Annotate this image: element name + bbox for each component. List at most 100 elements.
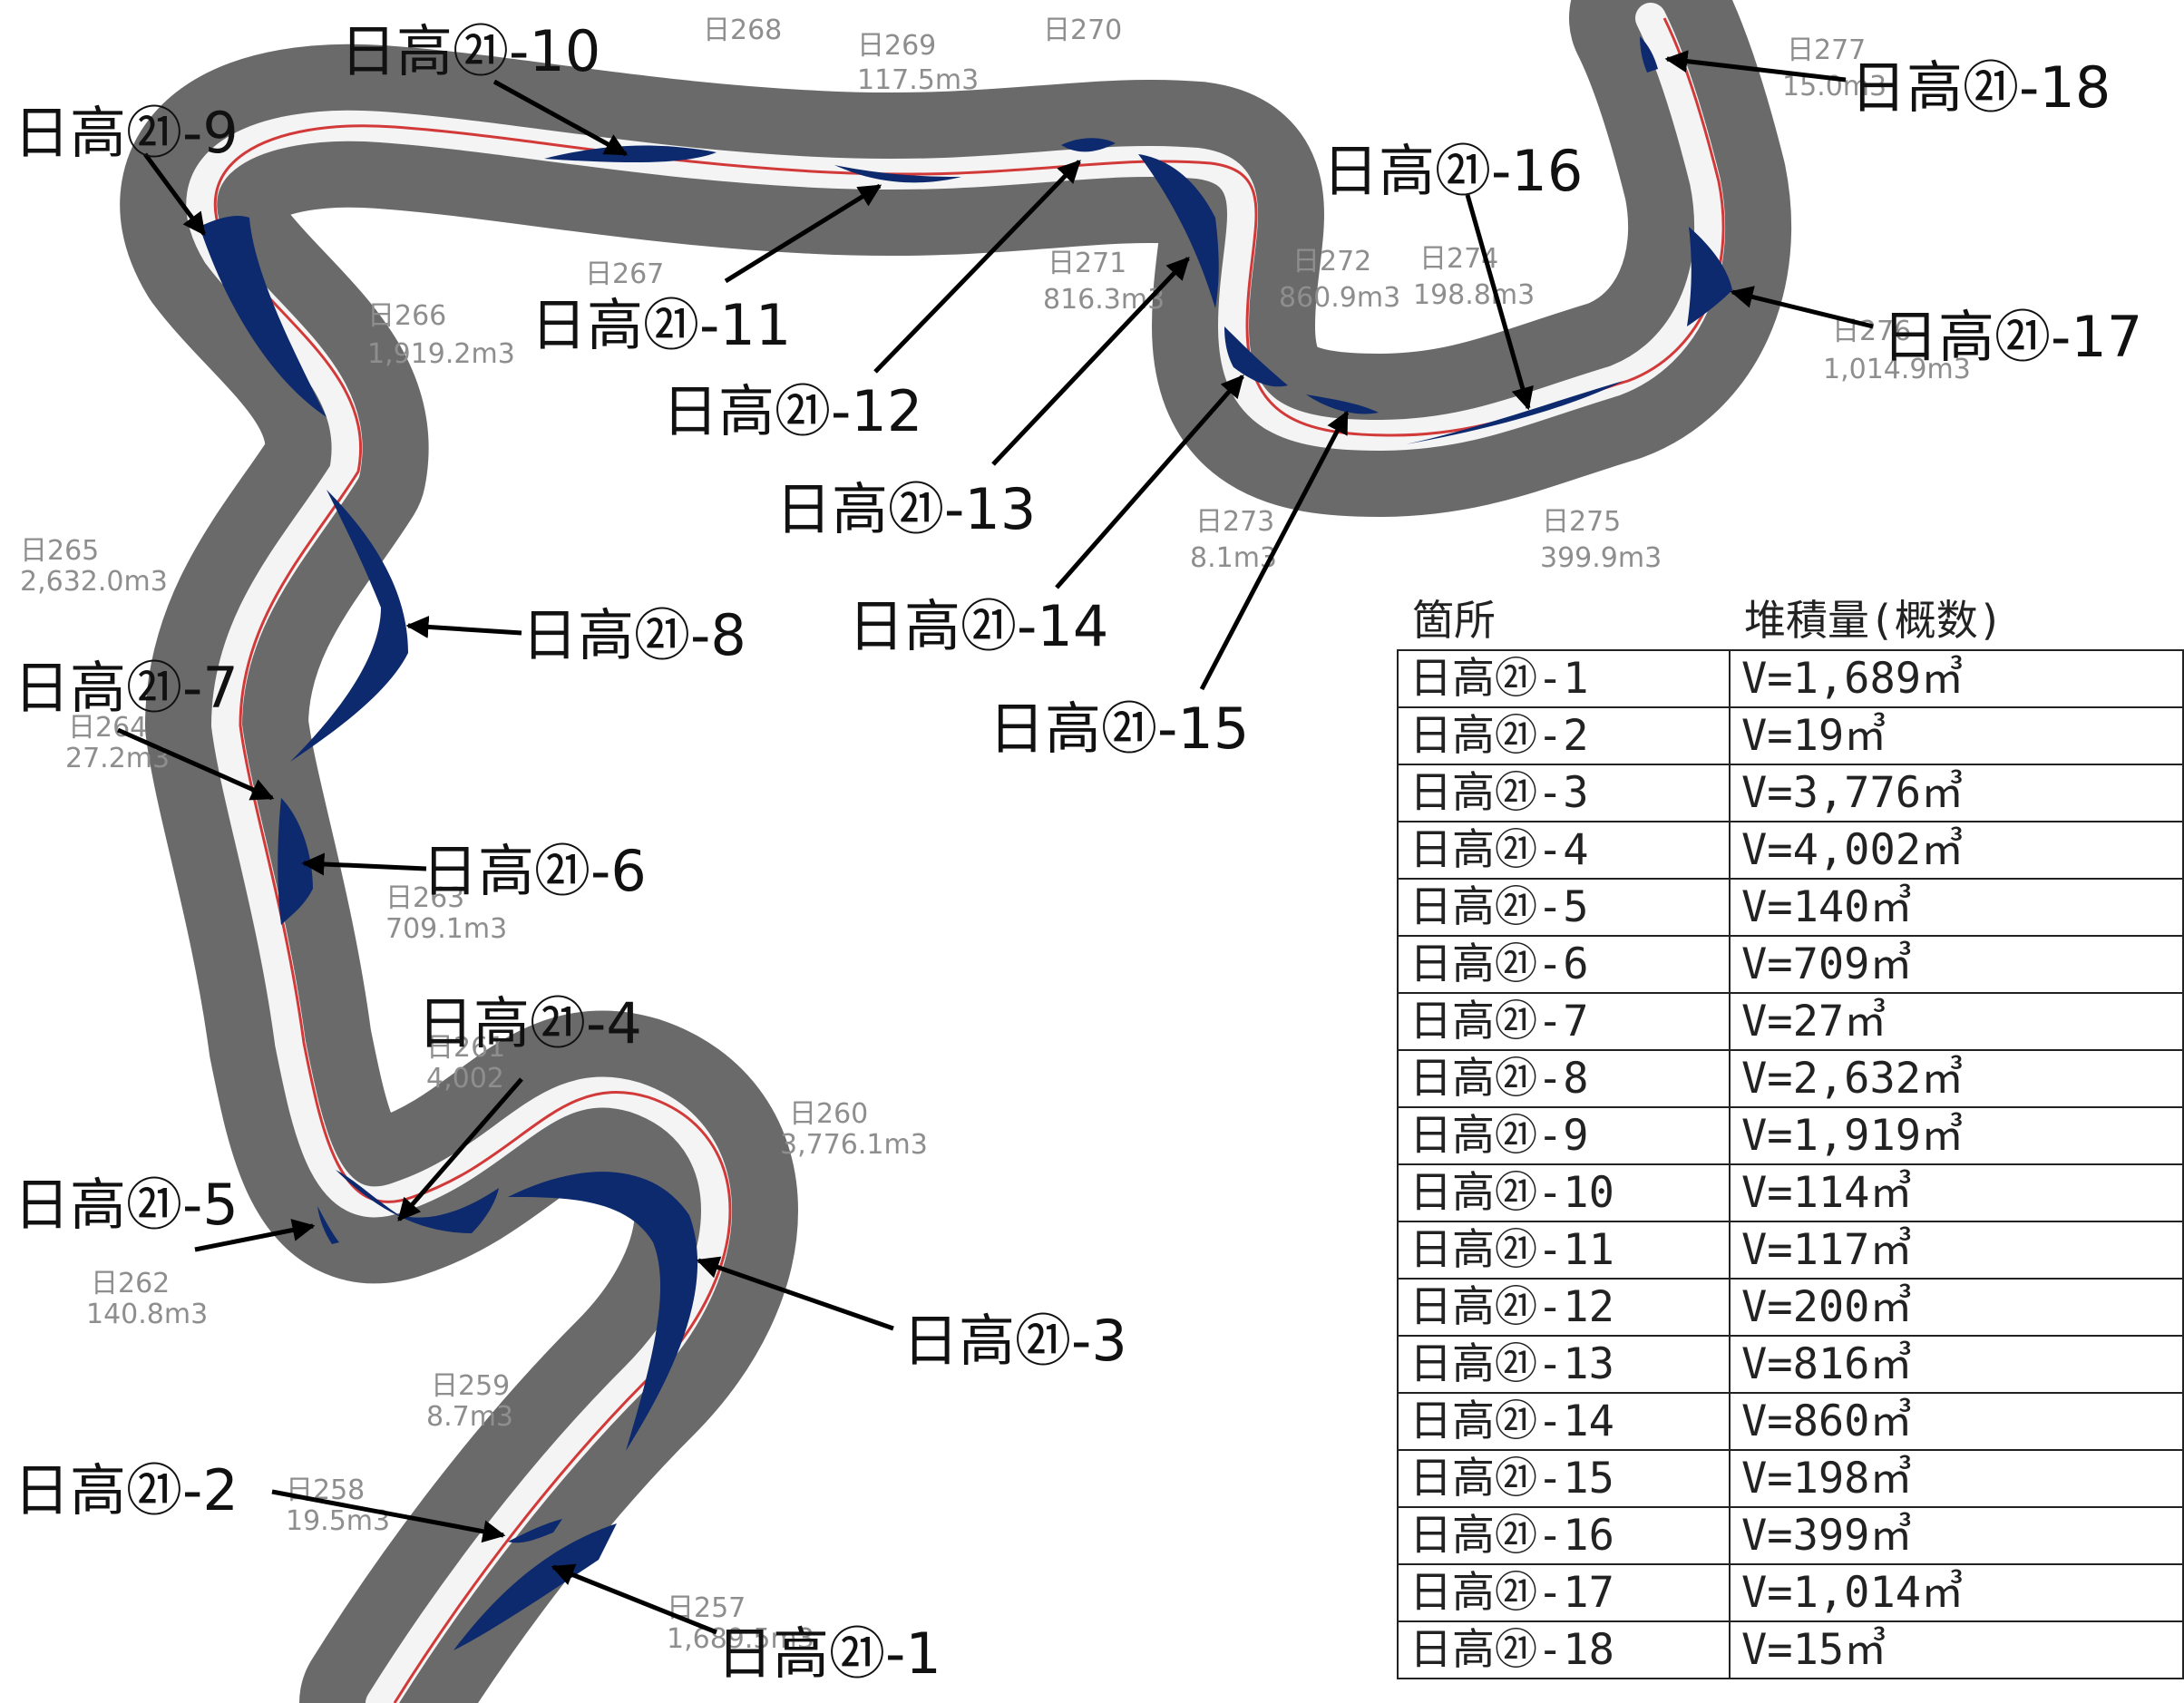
callout-12: 日高㉑-12 [662, 378, 922, 444]
arrow-16 [1465, 194, 1534, 411]
cell-volume: V=19㎥ [1729, 706, 2184, 765]
station-volume: 198.8m3 [1413, 279, 1535, 311]
cell-volume: V=27㎥ [1729, 992, 2184, 1051]
cell-location: 日高㉑-16 [1397, 1506, 1731, 1565]
callout-1: 日高㉑-1 [717, 1620, 941, 1687]
arrow-14 [1055, 375, 1244, 589]
header-volume: 堆積量(概数) [1744, 596, 2004, 645]
svg-text:日268: 日268 [703, 15, 782, 46]
sediment-areas [200, 36, 1732, 1650]
station-volume: 1,919.2m3 [367, 338, 515, 370]
callout-6: 日高㉑-6 [422, 838, 647, 904]
callout-3: 日高㉑-3 [902, 1308, 1127, 1374]
arrow-7 [116, 727, 275, 801]
callout-15: 日高㉑-15 [989, 696, 1249, 762]
station-id: 日268 [703, 15, 782, 46]
sediment-2 [508, 1519, 562, 1543]
callout-8: 日高㉑-8 [522, 602, 746, 668]
station-id: 日263 [385, 882, 464, 914]
svg-text:日267: 日267 [585, 258, 664, 290]
sediment-18 [1640, 36, 1658, 73]
sediment-17 [1687, 227, 1732, 326]
cell-location: 日高㉑-13 [1397, 1335, 1731, 1394]
station-id: 日262 [91, 1268, 170, 1299]
cell-location: 日高㉑-4 [1397, 821, 1731, 880]
sediment-9 [200, 216, 327, 417]
callout-11: 日高㉑-11 [531, 292, 791, 358]
sediment-13 [1138, 154, 1219, 308]
cell-location: 日高㉑-14 [1397, 1392, 1731, 1451]
sediment-14 [1224, 326, 1288, 387]
cell-volume: V=709㎥ [1729, 935, 2184, 994]
station-volume: 117.5m3 [857, 64, 979, 96]
arrow-17 [1730, 286, 1874, 329]
cell-volume: V=4,002㎥ [1729, 821, 2184, 880]
station-id: 日267 [585, 258, 664, 290]
callout-5: 日高㉑-5 [14, 1172, 239, 1238]
arrow-11 [724, 183, 882, 284]
sediment-11 [834, 165, 961, 183]
arrow-15 [1199, 410, 1350, 691]
cell-location: 日高㉑-8 [1397, 1049, 1731, 1108]
callout-18: 日高㉑-18 [1850, 54, 2111, 121]
cell-volume: V=860㎥ [1729, 1392, 2184, 1451]
cell-location: 日高㉑-3 [1397, 764, 1731, 822]
cell-location: 日高㉑-11 [1397, 1221, 1731, 1280]
station-id: 日270 [1043, 15, 1122, 46]
cell-volume: V=2,632㎥ [1729, 1049, 2184, 1108]
station-volume: 27.2m3 [65, 743, 170, 774]
arrow-13 [991, 257, 1190, 466]
cell-volume: V=117㎥ [1729, 1221, 2184, 1280]
station-id: 日269 [857, 30, 936, 62]
station-id: 日271 [1048, 248, 1126, 279]
arrow-12 [873, 160, 1081, 374]
station-id: 日277 [1787, 34, 1866, 66]
cell-volume: V=198㎥ [1729, 1449, 2184, 1508]
svg-text:日270: 日270 [1043, 15, 1122, 46]
station-id: 日275 [1542, 506, 1621, 538]
arrow-6 [301, 852, 427, 876]
callout-10: 日高㉑-10 [340, 18, 600, 84]
sediment-6 [278, 798, 313, 925]
header-location: 箇所 [1412, 596, 1496, 645]
station-volume: 4,002 [426, 1063, 504, 1095]
callout-2: 日高㉑-2 [14, 1457, 239, 1523]
river-bank-line [213, 17, 1725, 1703]
arrow-5 [194, 1219, 316, 1252]
cell-location: 日高㉑-2 [1397, 706, 1731, 765]
sediment-5 [317, 1206, 339, 1244]
arrow-10 [492, 79, 629, 157]
table-header-row: 箇所 堆積量(概数) [1398, 588, 2183, 650]
station-volume: 8.7m3 [426, 1401, 513, 1433]
cell-volume: V=399㎥ [1729, 1506, 2184, 1565]
callout-arrows [116, 50, 1874, 1635]
sediment-8 [290, 490, 408, 762]
sediment-1 [453, 1523, 617, 1650]
sediment-3 [508, 1172, 698, 1451]
cell-location: 日高㉑-9 [1397, 1106, 1731, 1165]
callout-9: 日高㉑-9 [14, 100, 239, 166]
sediment-15 [1306, 394, 1379, 414]
station-id: 日272 [1292, 246, 1371, 277]
station-volume: 816.3m3 [1043, 284, 1165, 316]
station-id: 日260 [789, 1098, 868, 1130]
sediment-4 [336, 1170, 499, 1233]
